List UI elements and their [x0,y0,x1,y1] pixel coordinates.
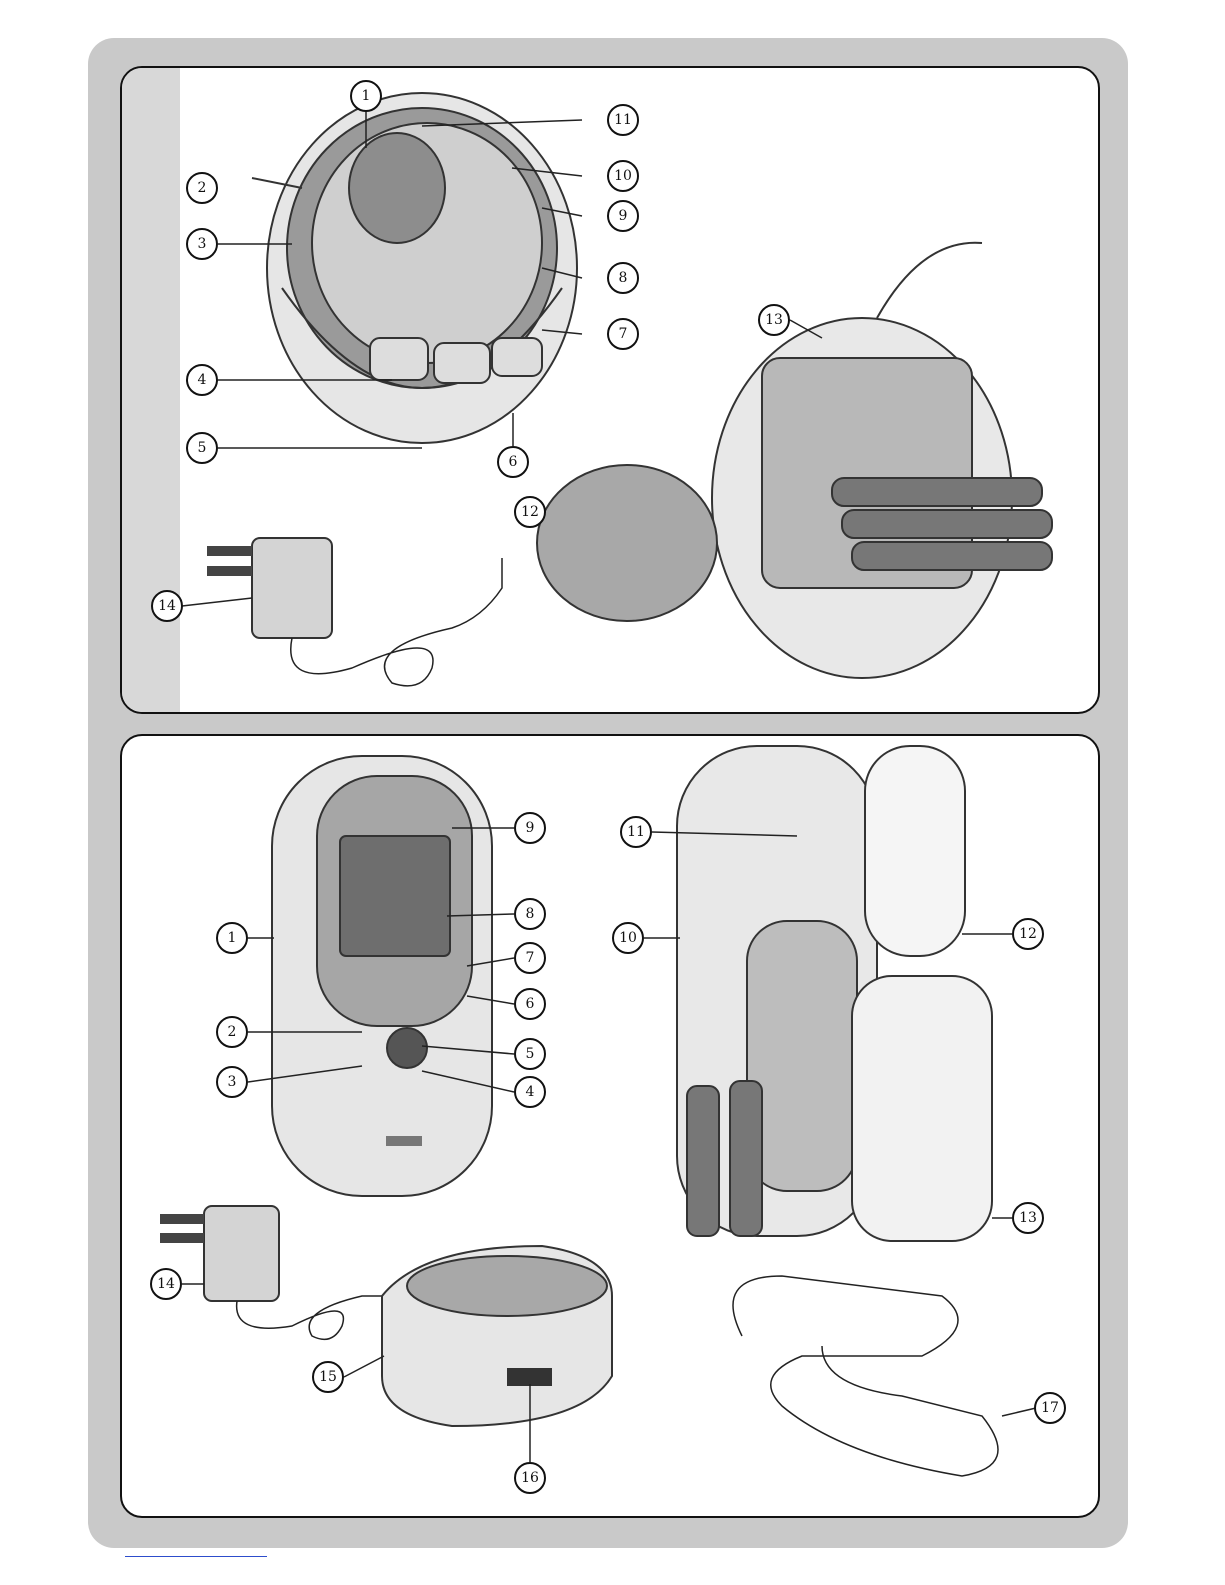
callout-7: 7 [608,319,638,349]
svg-text:8: 8 [619,270,628,286]
callout-1: 1 [351,81,381,111]
baby-unit-illustration [252,93,577,443]
callout-10: 10 [613,923,643,953]
svg-text:10: 10 [614,168,632,184]
svg-text:2: 2 [228,1024,237,1040]
callout-16: 16 [515,1463,545,1493]
svg-text:11: 11 [627,824,645,840]
callout-4: 4 [515,1077,545,1107]
battery-cover-illustration [537,465,717,621]
neck-cord-illustration [733,1276,998,1476]
svg-text:14: 14 [157,1276,175,1292]
callout-7: 7 [515,943,545,973]
svg-text:16: 16 [521,1470,539,1486]
svg-text:4: 4 [526,1084,535,1100]
callout-13: 13 [759,305,789,335]
svg-text:11: 11 [614,112,632,128]
charger-base-illustration [382,1246,612,1426]
svg-text:14: 14 [158,598,176,614]
callout-3: 3 [217,1067,247,1097]
baby-unit-figure: 1 2 3 4 5 6 7 8 9 10 11 12 13 14 [122,68,1098,712]
callout-9: 9 [608,201,638,231]
svg-text:3: 3 [228,1074,237,1090]
callout-15: 15 [313,1362,343,1392]
callout-17: 17 [1035,1393,1065,1423]
svg-text:12: 12 [521,504,539,520]
svg-text:13: 13 [1019,1210,1037,1226]
callout-14: 14 [151,1269,181,1299]
callout-1: 1 [217,923,247,953]
power-adapter-illustration [160,1206,392,1339]
callout-12: 12 [1013,919,1043,949]
callout-4: 4 [187,365,217,395]
svg-text:7: 7 [619,326,628,342]
svg-text:1: 1 [228,930,237,946]
svg-text:5: 5 [198,440,207,456]
svg-text:2: 2 [198,180,207,196]
callout-5: 5 [187,433,217,463]
footer-rule [125,1556,267,1557]
svg-text:7: 7 [526,950,535,966]
svg-text:6: 6 [526,996,535,1012]
svg-text:13: 13 [765,312,783,328]
svg-text:1: 1 [362,88,371,104]
parent-unit-panel: 1 2 3 4 5 6 7 8 9 10 11 12 13 14 15 16 1… [120,734,1100,1518]
battery-compartment-illustration [712,243,1052,678]
callout-8: 8 [515,899,545,929]
callout-2: 2 [187,173,217,203]
callout-11: 11 [608,105,638,135]
callout-10: 10 [608,161,638,191]
callout-11: 11 [621,817,651,847]
svg-text:5: 5 [526,1046,535,1062]
svg-text:12: 12 [1019,926,1037,942]
svg-text:9: 9 [526,820,535,836]
callout-14: 14 [152,591,182,621]
svg-text:6: 6 [509,454,518,470]
parent-unit-back-illustration [677,746,992,1241]
power-adapter-illustration [207,538,502,686]
parent-unit-figure: 1 2 3 4 5 6 7 8 9 10 11 12 13 14 15 16 1… [122,736,1098,1516]
svg-text:10: 10 [619,930,637,946]
baby-unit-panel: 1 2 3 4 5 6 7 8 9 10 11 12 13 14 [120,66,1100,714]
callout-12: 12 [515,497,545,527]
svg-text:8: 8 [526,906,535,922]
callout-8: 8 [608,263,638,293]
svg-text:3: 3 [198,236,207,252]
svg-text:15: 15 [319,1369,337,1385]
callout-6: 6 [515,989,545,1019]
callout-5: 5 [515,1039,545,1069]
parent-unit-illustration [272,756,492,1196]
callout-3: 3 [187,229,217,259]
svg-text:4: 4 [198,372,207,388]
svg-text:17: 17 [1041,1400,1059,1416]
callout-6: 6 [498,447,528,477]
callout-9: 9 [515,813,545,843]
callout-2: 2 [217,1017,247,1047]
callout-13: 13 [1013,1203,1043,1233]
svg-text:9: 9 [619,208,628,224]
